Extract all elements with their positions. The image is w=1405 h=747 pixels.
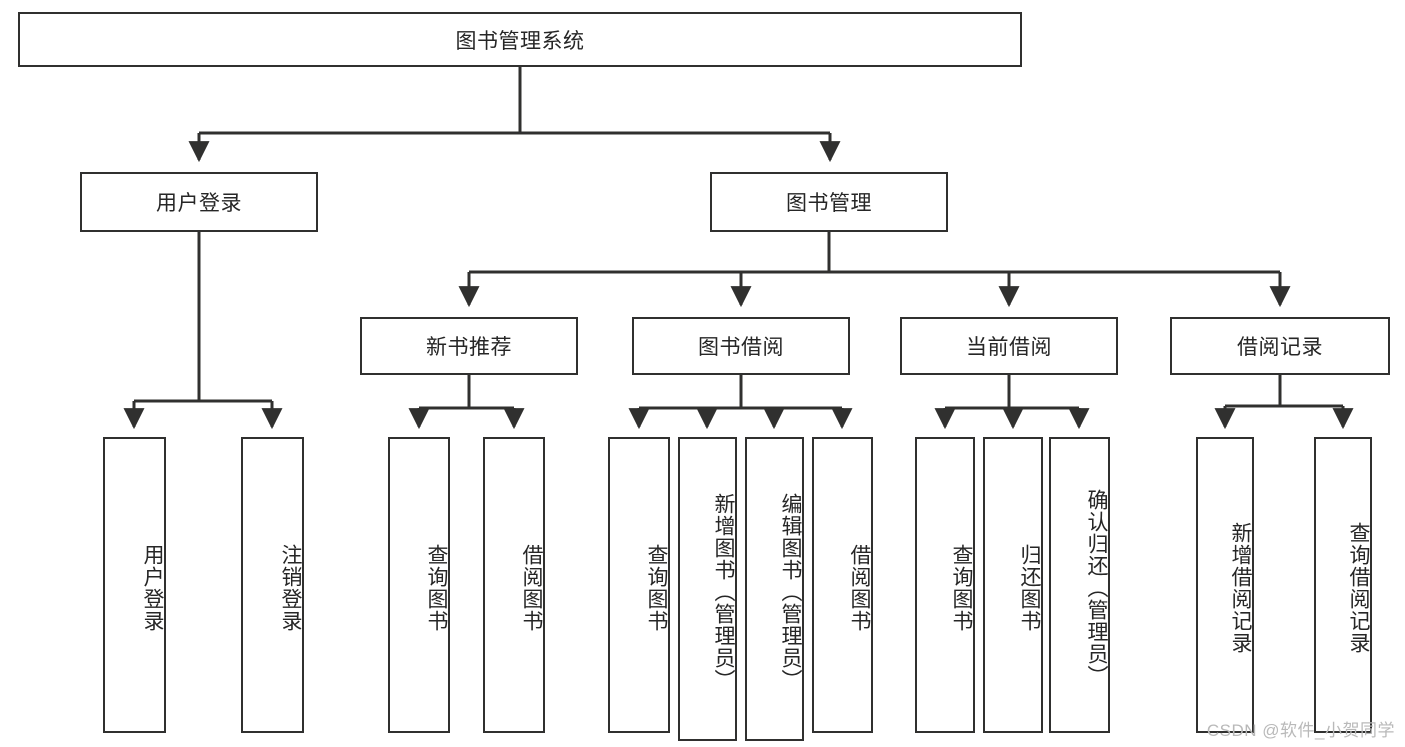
node-leaf-borrow-book-recommend[interactable]: 借阅图书 [483,437,545,733]
node-label: 用户登录 [156,192,242,215]
node-leaf-query-book-current[interactable]: 查询图书 [915,437,975,733]
node-label: 编辑图书（管理员） [779,493,802,691]
node-leaf-user-login[interactable]: 用户登录 [103,437,166,733]
node-label: 借阅图书 [520,544,543,632]
node-book-management-system[interactable]: 图书管理系统 [18,12,1022,67]
node-label: 归还图书 [1018,544,1041,632]
node-leaf-return-book[interactable]: 归还图书 [983,437,1043,733]
node-leaf-add-borrow-record[interactable]: 新增借阅记录 [1196,437,1254,733]
node-leaf-borrow-book[interactable]: 借阅图书 [812,437,873,733]
node-leaf-user-logout[interactable]: 注销登录 [241,437,304,733]
node-book-borrow[interactable]: 图书借阅 [632,317,850,375]
node-leaf-confirm-return-admin[interactable]: 确认归还（管理员） [1049,437,1110,733]
node-leaf-query-book-recommend[interactable]: 查询图书 [388,437,450,733]
node-label: 注销登录 [279,544,302,632]
node-user-login[interactable]: 用户登录 [80,172,318,232]
node-leaf-query-book-borrow[interactable]: 查询图书 [608,437,670,733]
node-borrow-record[interactable]: 借阅记录 [1170,317,1390,375]
csdn-watermark: CSDN @软件_小贺同学 [1206,721,1395,740]
node-label: 查询图书 [950,544,973,632]
node-label: 新书推荐 [426,336,512,359]
node-leaf-query-borrow-record[interactable]: 查询借阅记录 [1314,437,1372,733]
node-book-management[interactable]: 图书管理 [710,172,948,232]
node-label: 新增图书（管理员） [712,493,735,691]
node-label: 图书借阅 [698,336,784,359]
node-label: 借阅图书 [848,544,871,632]
node-label: 用户登录 [141,544,164,632]
node-label: 图书管理 [786,192,872,215]
node-label: 查询图书 [645,544,668,632]
node-label: 查询借阅记录 [1347,522,1370,654]
node-label: 借阅记录 [1237,336,1323,359]
node-leaf-edit-book-admin[interactable]: 编辑图书（管理员） [745,437,804,741]
node-new-book-recommend[interactable]: 新书推荐 [360,317,578,375]
node-label: 当前借阅 [966,336,1052,359]
node-current-borrow[interactable]: 当前借阅 [900,317,1118,375]
node-label: 新增借阅记录 [1229,522,1252,654]
node-label: 图书管理系统 [455,29,585,53]
node-label: 查询图书 [425,544,448,632]
node-label: 确认归还（管理员） [1085,489,1108,687]
node-leaf-add-book-admin[interactable]: 新增图书（管理员） [678,437,737,741]
